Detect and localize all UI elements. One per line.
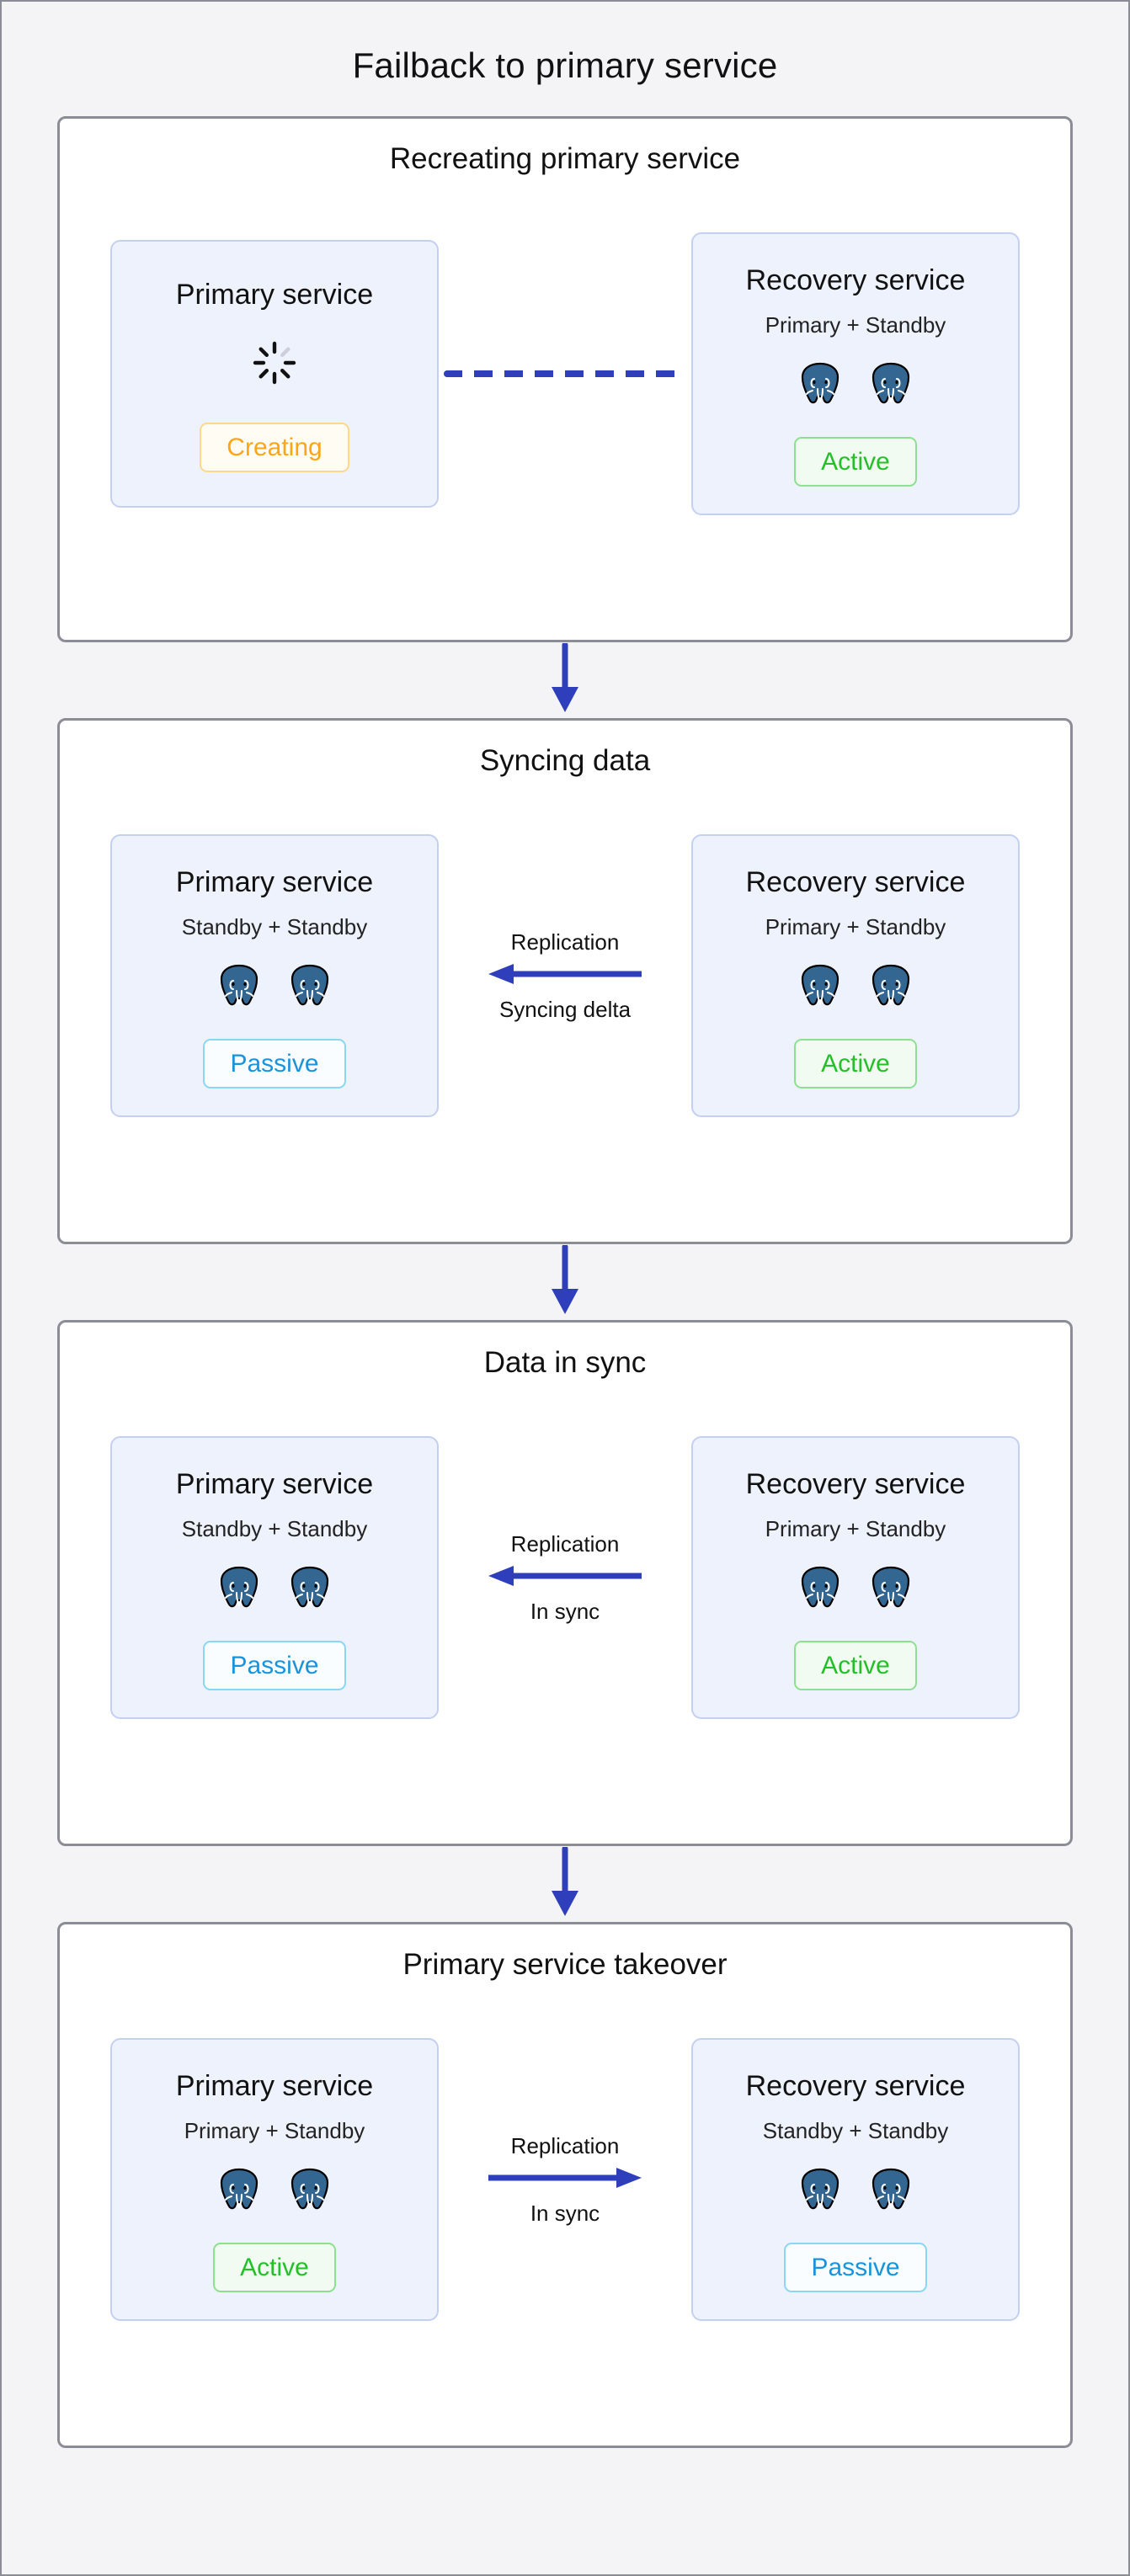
step-arrow-3	[57, 1845, 1073, 1922]
postgres-elephant-icon	[868, 962, 914, 1014]
status-badge-active: Active	[794, 436, 917, 487]
node-list	[797, 2166, 914, 2217]
connector-label-top: Replication	[510, 1530, 620, 1557]
connector-label-bottom: Syncing delta	[498, 996, 632, 1022]
status-badge-passive: Passive	[784, 2242, 927, 2293]
connector-label-top: Replication	[510, 929, 620, 955]
postgres-elephant-icon	[797, 360, 843, 412]
stage-body: Primary service	[60, 176, 1070, 572]
arrow-down-icon	[546, 1845, 584, 1922]
service-roles: Primary + Standby	[184, 2117, 365, 2143]
stage-syncing-data: Syncing data Primary service Standby + S…	[57, 718, 1073, 1244]
recovery-service-card: Recovery service Primary + Standby	[691, 1435, 1020, 1720]
dashed-connector-icon	[444, 370, 686, 377]
status-badge-active: Active	[794, 1640, 917, 1691]
connector-label-bottom: In sync	[530, 1598, 600, 1624]
service-roles: Standby + Standby	[762, 2117, 949, 2143]
service-roles: Standby + Standby	[181, 913, 368, 939]
postgres-elephant-icon	[797, 962, 843, 1014]
status-badge-active: Active	[213, 2242, 336, 2293]
connector-replication: Replication In sync	[439, 2133, 691, 2227]
diagram-title: Failback to primary service	[352, 45, 778, 85]
stage-title: Primary service takeover	[402, 1948, 728, 1981]
service-name: Recovery service	[745, 263, 966, 296]
stage-title: Recreating primary service	[389, 142, 741, 175]
node-list	[216, 2166, 333, 2217]
step-arrow-1	[57, 641, 1073, 718]
service-name: Recovery service	[745, 865, 966, 898]
status-badge-creating: Creating	[200, 422, 349, 473]
stage-data-in-sync: Data in sync Primary service Standby + S…	[57, 1320, 1073, 1846]
postgres-elephant-icon	[287, 962, 333, 1014]
connector-label-bottom: In sync	[530, 2200, 600, 2226]
service-roles: Primary + Standby	[765, 311, 946, 338]
primary-service-card: Primary service Standby + Standby	[110, 1435, 439, 1720]
stage-body: Primary service Primary + Standby	[60, 1982, 1070, 2377]
postgres-elephant-icon	[868, 2166, 914, 2217]
service-name: Primary service	[175, 2069, 374, 2102]
primary-service-card: Primary service Primary + Standby	[110, 2037, 439, 2322]
stage-body: Primary service Standby + Standby	[60, 778, 1070, 1174]
connector-label-top: Replication	[510, 2132, 620, 2158]
postgres-elephant-icon	[287, 1564, 333, 1615]
connector-replication: Replication In sync	[439, 1531, 691, 1625]
step-arrow-2	[57, 1243, 1073, 1320]
postgres-elephant-icon	[797, 1564, 843, 1615]
recovery-service-card: Recovery service Primary + Standby	[691, 232, 1020, 516]
status-badge-passive: Passive	[203, 1640, 346, 1691]
postgres-elephant-icon	[868, 360, 914, 412]
node-list	[797, 1564, 914, 1615]
primary-service-card: Primary service Standby + Standby	[110, 833, 439, 1118]
stage-body: Primary service Standby + Standby	[60, 1380, 1070, 1775]
service-roles: Primary + Standby	[765, 913, 946, 939]
stage-primary-service-takeover: Primary service takeover Primary service…	[57, 1922, 1073, 2448]
stage-title: Syncing data	[479, 744, 651, 777]
postgres-elephant-icon	[797, 2166, 843, 2217]
arrow-left-icon	[485, 1564, 645, 1592]
node-list	[216, 962, 333, 1014]
node-list	[216, 1564, 333, 1615]
node-list	[797, 962, 914, 1014]
recovery-service-card: Recovery service Standby + Standby	[691, 2037, 1020, 2322]
stage-recreating-primary-service: Recreating primary service Primary servi…	[57, 116, 1073, 642]
primary-service-card: Primary service	[110, 239, 439, 508]
service-name: Primary service	[175, 865, 374, 898]
service-roles: Primary + Standby	[765, 1515, 946, 1541]
postgres-elephant-icon	[287, 2166, 333, 2217]
loading-spinner-icon	[251, 339, 298, 391]
node-list	[797, 360, 914, 412]
arrow-left-icon	[485, 962, 645, 990]
spinner-wrap	[251, 338, 298, 392]
service-name: Recovery service	[745, 1467, 966, 1500]
postgres-elephant-icon	[216, 2166, 262, 2217]
recovery-service-card: Recovery service Primary + Standby	[691, 833, 1020, 1118]
connector-replication: Replication Syncing delta	[439, 929, 691, 1023]
status-badge-active: Active	[794, 1038, 917, 1089]
postgres-elephant-icon	[216, 962, 262, 1014]
status-badge-passive: Passive	[203, 1038, 346, 1089]
arrow-right-icon	[485, 2166, 645, 2194]
postgres-elephant-icon	[216, 1564, 262, 1615]
service-name: Recovery service	[745, 2069, 966, 2102]
arrow-down-icon	[546, 1243, 584, 1320]
postgres-elephant-icon	[868, 1564, 914, 1615]
service-name: Primary service	[175, 278, 374, 311]
service-roles: Standby + Standby	[181, 1515, 368, 1541]
arrow-down-icon	[546, 641, 584, 718]
service-name: Primary service	[175, 1467, 374, 1500]
connector-dashed	[439, 370, 691, 377]
stage-title: Data in sync	[483, 1346, 647, 1379]
